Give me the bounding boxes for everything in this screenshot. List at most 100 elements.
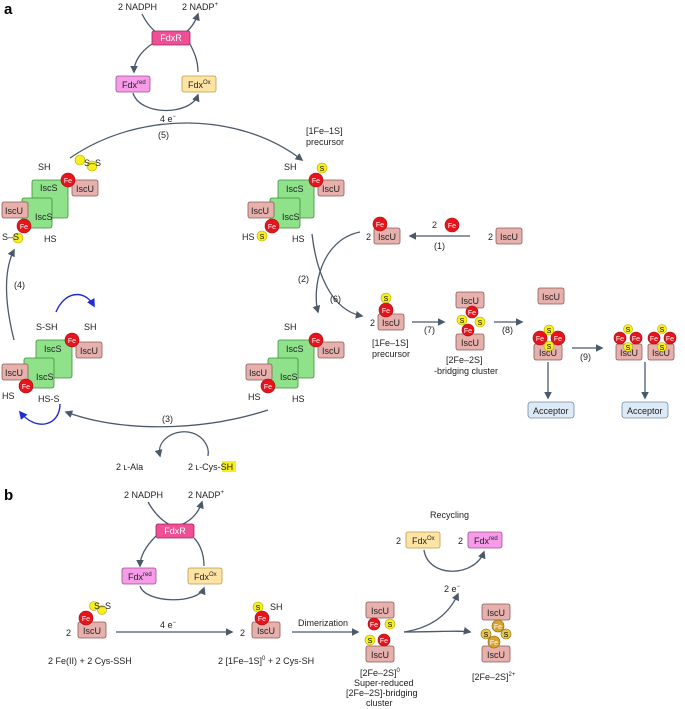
s-label: S [384, 296, 389, 303]
panel-a-letter: a [4, 1, 13, 18]
fe-label: Fe [494, 624, 502, 631]
product-label: [2Fe–2S]2+ [472, 672, 516, 682]
s-label: S [626, 345, 631, 352]
nadp-arrow [177, 500, 204, 527]
intermediate-label: 2 [1Fe–1S]0 + 2 Cys-SH [218, 656, 314, 666]
fe-label: Fe [258, 616, 266, 623]
step4-arrow [5, 248, 15, 341]
two-label: 2 [366, 232, 371, 242]
s-label: S [547, 344, 552, 351]
s-label: S [256, 605, 261, 612]
iron-atom [487, 635, 501, 649]
iscu-label: IscU [539, 348, 557, 358]
complex-bottom-right: SH IscS IscS IscU IscU Fe Fe HS HS [245, 322, 345, 404]
s-label: S [626, 327, 631, 334]
fe-label: Fe [64, 178, 72, 185]
s-label: S [547, 328, 552, 335]
fdxr-label: FdxR [160, 33, 182, 43]
bridging-line2: -bridging cluster [434, 366, 498, 376]
fe-label: Fe [370, 622, 378, 629]
iscs-label: IscS [286, 344, 304, 354]
iron-atom [372, 216, 388, 232]
iron-atom [647, 331, 661, 345]
iscu-label: IscU [620, 348, 638, 358]
nadph-label: 2 NADPH [118, 2, 157, 12]
recycling-label: Recycling [430, 510, 469, 520]
iscu-label: IscU [5, 368, 23, 378]
fdxox-to-fdxr-arrow [193, 537, 205, 567]
sulfur-atom [384, 618, 396, 630]
sh-label: SH [38, 162, 51, 172]
precursor-mid-line1: [1Fe–1S] [372, 338, 409, 348]
fe-label: Fe [20, 224, 28, 231]
acceptor-label: Acceptor [627, 406, 663, 416]
nadph-label: 2 NADPH [124, 490, 163, 500]
s-label: S [460, 318, 465, 325]
iscs-label: IscS [282, 212, 300, 222]
fdx-red-box [121, 567, 157, 585]
step3-label: (3) [162, 414, 173, 424]
iron-atom [491, 619, 505, 633]
super-line3: [2Fe–2S]-bridging [346, 688, 418, 698]
fe-label: Fe [464, 328, 472, 335]
two-label: 2 [488, 232, 493, 242]
nadp-label: 2 NADP+ [188, 490, 225, 500]
sh-highlight [222, 461, 236, 472]
sulfur-atom [12, 232, 24, 244]
s-label: S [388, 622, 393, 629]
step5-label: (5) [158, 130, 169, 140]
hs-label: HS [2, 391, 15, 401]
iron-atom [16, 218, 32, 234]
sulfur-atom [97, 605, 107, 615]
bridging-line1: [2Fe–2S] [446, 355, 483, 365]
sulfur-atom [543, 340, 555, 352]
fdx-ox-label: FdxOx [194, 572, 217, 582]
hs-label: HS [242, 232, 255, 242]
iscu-box [247, 201, 275, 219]
dimerization-label: Dimerization [298, 618, 348, 628]
fdx-red-label: Fdxred [122, 80, 146, 90]
ss-label: S–S [84, 158, 101, 168]
step5-arrow [69, 122, 304, 161]
iscu-label: IscU [322, 184, 340, 194]
iscu-box [245, 363, 273, 381]
iscu-label: IscU [487, 650, 505, 660]
sulfur-atom [364, 634, 376, 646]
two-label: 2 [458, 536, 463, 546]
fe-label: Fe [554, 336, 562, 343]
complex-bottom-left: S-SH SH IscS IscS IscU IscU Fe Fe HS HS-… [1, 294, 103, 425]
sulfur-atom [543, 324, 555, 336]
sh-label: SH [270, 602, 283, 612]
fdx-red-box [115, 75, 151, 93]
fdxr-box [155, 523, 195, 539]
iron-atom [264, 218, 280, 234]
step1-label: (1) [434, 241, 445, 251]
sulfur-atom [474, 316, 486, 328]
s-label: S [660, 327, 665, 334]
ss-label: S–S [2, 232, 19, 242]
fe-label: Fe [468, 310, 476, 317]
iron-atom [260, 378, 276, 394]
two-label: 2 [432, 220, 437, 230]
iscu-label: IscU [371, 606, 389, 616]
iron-atom [18, 378, 34, 394]
step1-group: 2 IscU Fe 2 Fe (1) 2 IscU [366, 216, 523, 251]
sh-label: SH [284, 162, 297, 172]
precursor-top-line2: precursor [306, 137, 344, 147]
fdx-ox-box [187, 567, 223, 585]
iscu-box [365, 645, 395, 663]
s-label: S [368, 638, 373, 645]
iscu-label: IscU [83, 626, 101, 636]
panel-b-letter: b [4, 487, 13, 504]
iscu-label: IscU [76, 184, 94, 194]
fe-label: Fe [650, 336, 658, 343]
fe-label: Fe [632, 336, 640, 343]
iscu-box [71, 179, 99, 197]
iscu-label: IscU [652, 348, 670, 358]
super-line1: [2Fe–2S]0 [360, 668, 401, 678]
step9-label: (9) [580, 352, 591, 362]
iscu-box [373, 227, 401, 245]
iron-atom [308, 332, 324, 348]
iscu-2fe2s-holo: IscU Fe Fe S S [532, 324, 566, 361]
iscu-label: IscU [371, 650, 389, 660]
